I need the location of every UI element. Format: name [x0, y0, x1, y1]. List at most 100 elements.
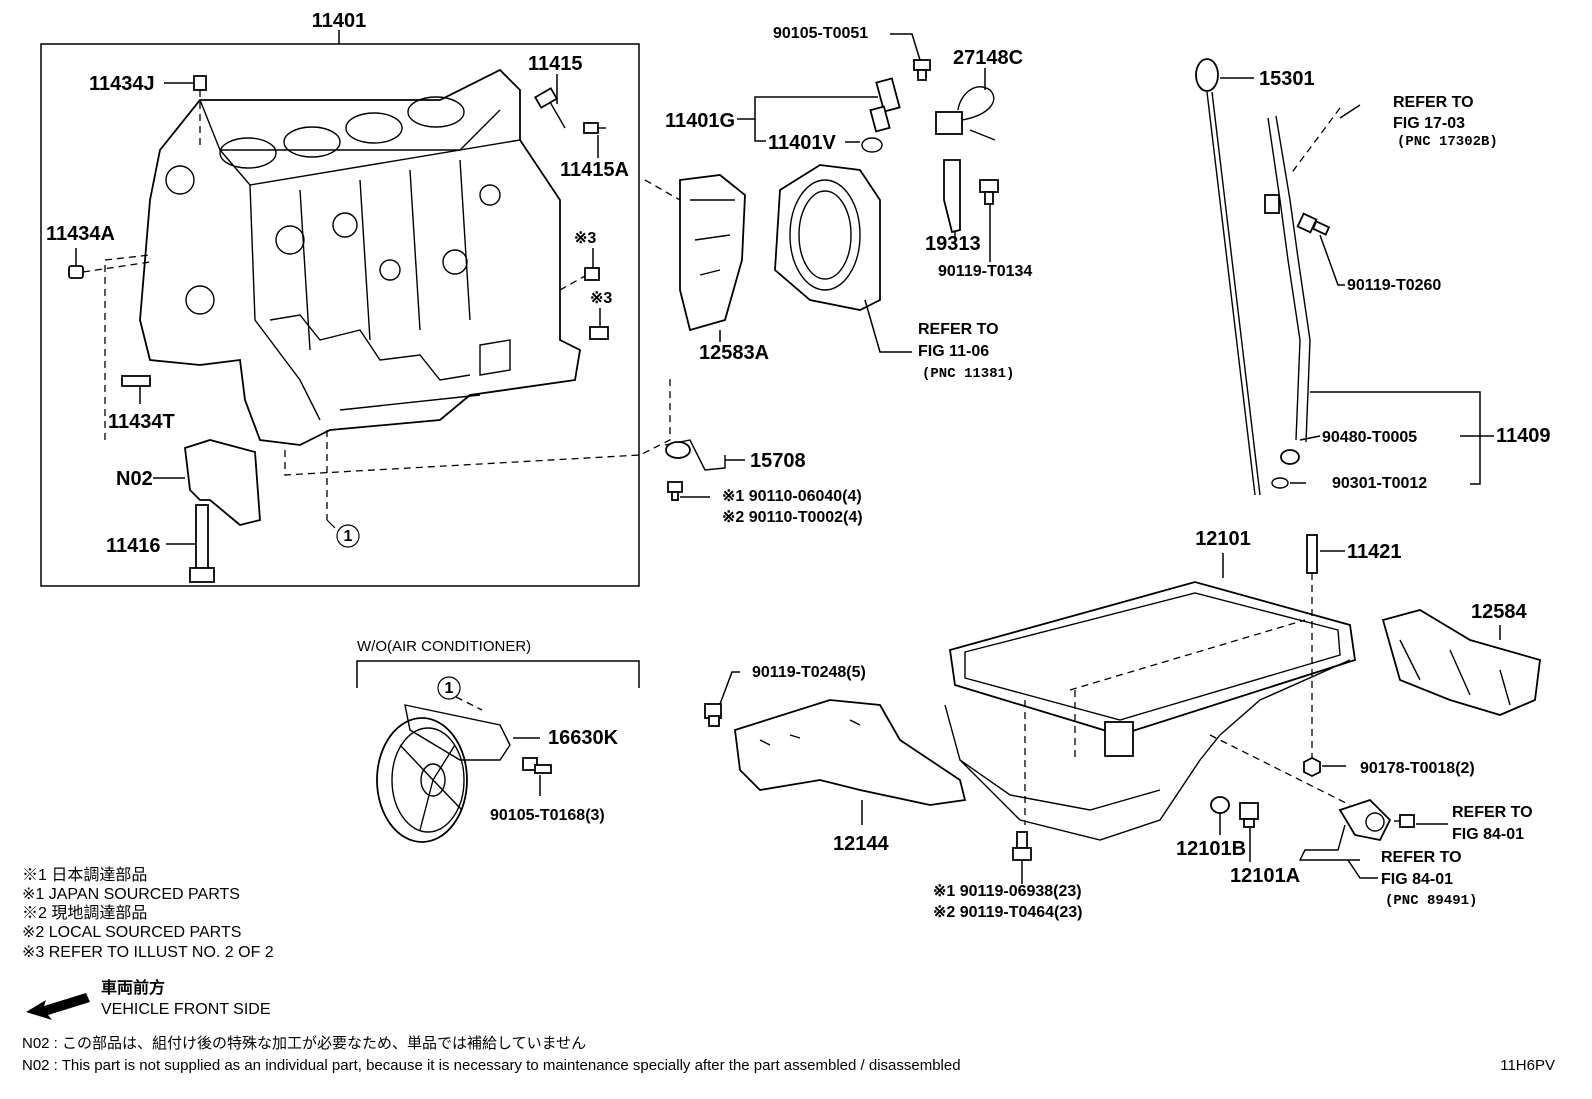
- callout-circle-1b: [437, 676, 461, 700]
- refer-fig-1106-line1: REFER TO: [918, 321, 999, 338]
- label-ref3-b: ※3: [590, 290, 612, 307]
- front-label-jp: 車両前方: [101, 978, 165, 997]
- legend-line-5: ※3 REFER TO ILLUST NO. 2 OF 2: [22, 944, 274, 961]
- label-12101A: 12101A: [1230, 865, 1300, 887]
- label-90119-T0248: 90119-T0248(5): [752, 664, 866, 681]
- label-90119-T0260: 90119-T0260: [1347, 277, 1441, 294]
- dipstick-15301: [1195, 58, 1261, 496]
- label-11415: 11415: [528, 53, 583, 75]
- bolt-90119-pan: [1012, 831, 1032, 861]
- refer-fig-1703-line1: REFER TO: [1393, 94, 1474, 111]
- label-11401V: 11401V: [768, 132, 837, 154]
- gasket-12101B: [1210, 796, 1230, 814]
- o-ring-90480-T0005: [1280, 449, 1300, 465]
- bolt-90119-T0134: [979, 179, 999, 205]
- label-15301: 15301: [1259, 68, 1315, 90]
- legend-line-4: ※2 LOCAL SOURCED PARTS: [22, 924, 241, 941]
- pin-ref3-b: [589, 326, 609, 340]
- cylinder-block-group-frame: [40, 43, 640, 587]
- label-12101: 12101: [1195, 528, 1251, 550]
- label-11415A: 11415A: [560, 159, 629, 181]
- label-11434A: 11434A: [46, 223, 115, 245]
- cylinder-block-drawing: [139, 68, 581, 446]
- o-ring-90301-T0012: [1271, 477, 1289, 489]
- bolt-90119-T0260: [1296, 212, 1331, 236]
- label-12144: 12144: [833, 833, 889, 855]
- label-circle-1a: 1: [344, 528, 353, 545]
- label-11434T: 11434T: [108, 411, 175, 433]
- plug-12101A: [1239, 802, 1259, 828]
- label-90105-T0051: 90105-T0051: [773, 25, 868, 42]
- baffle-plate-12144: [734, 699, 967, 806]
- nut-90178-T0018: [1303, 756, 1321, 778]
- bolt-90105-T0168: [522, 757, 552, 774]
- bolt-11415A: [583, 122, 606, 134]
- bracket-19313: [943, 159, 961, 234]
- refer-fig-8401b-line2: FIG 84-01: [1381, 871, 1453, 888]
- guide-11409: [1264, 115, 1311, 443]
- pin-11434T: [121, 375, 151, 387]
- label-bolt-15708-1: ※1 90110-06040(4): [722, 488, 862, 505]
- baffle-12584: [1381, 609, 1541, 716]
- pin-ref3-a: [584, 267, 600, 281]
- label-pan-bolt-1: ※1 90119-06938(23): [933, 883, 1082, 900]
- sensor-11401G: [869, 77, 901, 133]
- cover-12583A: [679, 174, 746, 332]
- refer-fig-8401b-line3: (PNC 89491): [1385, 893, 1477, 909]
- group-title-wo-ac: W/O(AIR CONDITIONER): [357, 638, 531, 655]
- refer-fig-8401a-line2: FIG 84-01: [1452, 826, 1524, 843]
- label-12101B: 12101B: [1176, 838, 1246, 860]
- bolt-fig8401: [1394, 814, 1415, 828]
- pin-11434J: [193, 75, 207, 91]
- label-ref3-a: ※3: [574, 230, 596, 247]
- refer-fig-1106-line3: (PNC 11381): [922, 366, 1014, 382]
- refer-fig-1106-line2: FIG 11-06: [918, 343, 989, 360]
- label-11401G: 11401G: [665, 110, 735, 132]
- note-n02-en: N02 : This part is not supplied as an in…: [22, 1057, 961, 1074]
- front-arrow-icon: [26, 993, 90, 1020]
- plug-11415: [533, 87, 566, 129]
- label-90480-T0005: 90480-T0005: [1322, 429, 1417, 446]
- legend-line-3: ※2 現地調達部品: [22, 904, 147, 922]
- figure-code: 11H6PV: [1500, 1057, 1555, 1074]
- label-N02: N02: [116, 468, 153, 490]
- legend-line-1: ※1 日本調達部品: [22, 866, 147, 884]
- idler-pulley-16630K: [376, 704, 511, 843]
- sensor-27148C: [935, 86, 996, 141]
- label-12584: 12584: [1471, 601, 1527, 623]
- label-90178-T0018: 90178-T0018(2): [1360, 760, 1475, 777]
- label-90119-T0134: 90119-T0134: [938, 263, 1032, 280]
- label-15708: 15708: [750, 450, 806, 472]
- label-11421: 11421: [1347, 541, 1402, 563]
- label-27148C: 27148C: [953, 47, 1023, 69]
- label-11409: 11409: [1496, 425, 1551, 447]
- pin-11434A: [68, 265, 84, 279]
- pipe-15708: [664, 439, 726, 471]
- callout-circle-1a: [336, 524, 360, 548]
- label-12583A: 12583A: [699, 342, 769, 364]
- label-pan-bolt-2: ※2 90119-T0464(23): [933, 904, 1083, 921]
- bolt-90119-T0248: [704, 703, 722, 727]
- refer-fig-1703-line3: (PNC 17302B): [1397, 134, 1498, 150]
- front-label-en: VEHICLE FRONT SIDE: [101, 1001, 271, 1018]
- legend-line-2: ※1 JAPAN SOURCED PARTS: [22, 886, 240, 903]
- oil-seal-retainer: [774, 164, 881, 311]
- label-19313: 19313: [925, 233, 981, 255]
- oil-level-sensor-bracket: [1298, 798, 1392, 861]
- label-90301-T0012: 90301-T0012: [1332, 475, 1427, 492]
- label-90105-T0168: 90105-T0168(3): [490, 807, 605, 824]
- note-n02-jp: N02 : この部品は、組付け後の特殊な加工が必要なため、単品では補給していませ…: [22, 1035, 586, 1052]
- bolt-90105-T0051: [913, 59, 931, 81]
- label-circle-1b: 1: [445, 680, 454, 697]
- stud-11421: [1306, 534, 1318, 574]
- bolt-90110: [667, 481, 683, 501]
- refer-fig-8401a-line1: REFER TO: [1452, 804, 1533, 821]
- o-ring-11401V: [861, 137, 883, 153]
- refer-fig-8401b-line1: REFER TO: [1381, 849, 1462, 866]
- label-11401: 11401: [312, 10, 367, 32]
- bearing-cap-N02: [184, 439, 261, 526]
- label-11434J: 11434J: [89, 73, 155, 95]
- label-11416: 11416: [106, 535, 161, 557]
- oil-pan-12101: [944, 581, 1356, 841]
